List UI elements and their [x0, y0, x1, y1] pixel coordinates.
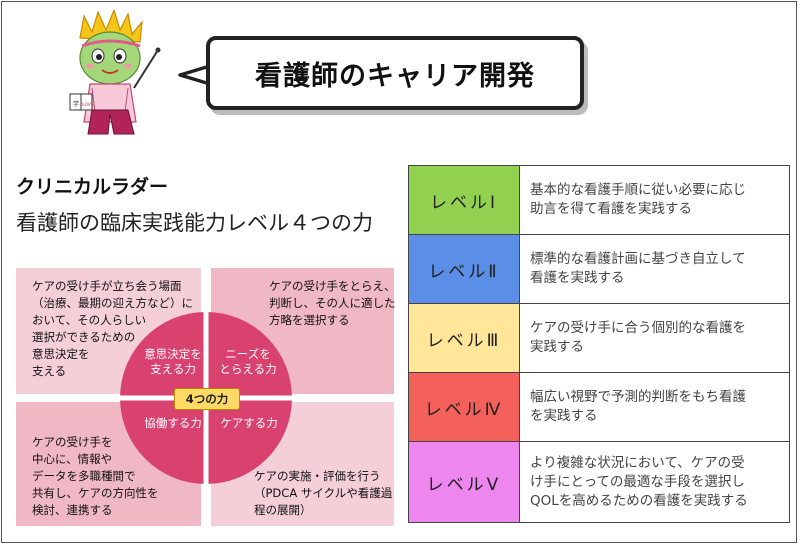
level-description: より複雑な状況において、ケアの受 け手にとっての最適な手段を選択し QOLを高め… [519, 441, 790, 523]
level-description: ケアの受け手に合う個別的な看護を 実践する [519, 303, 790, 373]
quadrant-desc-decision: ケアの受け手が立ち会う場面 （治療、最期の迎え方など）に おいて、その人らしい … [32, 279, 193, 378]
section-title: クリニカルラダー [16, 176, 169, 198]
circle-label-needs: ニーズを とらえる力 [219, 347, 277, 376]
level-description: 標準的な看護計画に基づき自立して 看護を実践する [519, 234, 790, 304]
level-description: 幅広い視野で予測的判断をもち看護 を実践する [519, 372, 790, 442]
level-label: レベルⅤ [408, 441, 520, 523]
quadrant-desc-collaborate: ケアの受け手を 中心に、情報や データを多職種間で 共有し、ケアの方向性を 検討… [32, 435, 159, 517]
table-row: レベルⅠ 基本的な看護手順に従い必要に応じ 助言を得て看護を実践する [408, 165, 790, 235]
ladder-level-table: レベルⅠ 基本的な看護手順に従い必要に応じ 助言を得て看護を実践する レベルⅡ … [408, 165, 790, 523]
section-subtitle: 看護師の臨床実践能力レベル４つの力 [16, 211, 373, 235]
level-label: レベルⅢ [408, 303, 520, 373]
circle-label-decision: 意思決定を 支える力 [144, 347, 202, 376]
mascot-badge-text: 学 [73, 100, 79, 108]
table-row: レベルⅤ より複雑な状況において、ケアの受 け手にとっての最適な手段を選択し Q… [408, 441, 790, 523]
level-label: レベルⅠ [408, 165, 520, 235]
table-row: レベルⅢ ケアの受け手に合う個別的な看護を 実践する [408, 303, 790, 373]
title-callout: 看護師のキャリア開発 [206, 36, 584, 110]
circle-label-collaborate: 協働する力 [144, 416, 202, 430]
level-label: レベルⅣ [408, 372, 520, 442]
table-row: レベルⅣ 幅広い視野で予測的判断をもち看護 を実践する [408, 372, 790, 442]
nurse-mascot-illustration: 学 LOVE [69, 10, 161, 135]
page-title: 看護師のキャリア開発 [255, 60, 535, 92]
center-badge: 4つの力 [174, 388, 240, 410]
quadrant-desc-care: ケアの実施・評価を行う （PDCA サイクルや看護過 程の展開） [254, 469, 393, 517]
mascot-book-text: LOVE [82, 102, 94, 108]
table-row: レベルⅡ 標準的な看護計画に基づき自立して 看護を実践する [408, 234, 790, 304]
quadrant-desc-needs: ケアの受け手をとらえ、 判断し、その人に適した 方略を選択する [269, 279, 396, 327]
level-description: 基本的な看護手順に従い必要に応じ 助言を得て看護を実践する [519, 165, 790, 235]
level-label: レベルⅡ [408, 234, 520, 304]
circle-label-care: ケアする力 [220, 416, 278, 430]
